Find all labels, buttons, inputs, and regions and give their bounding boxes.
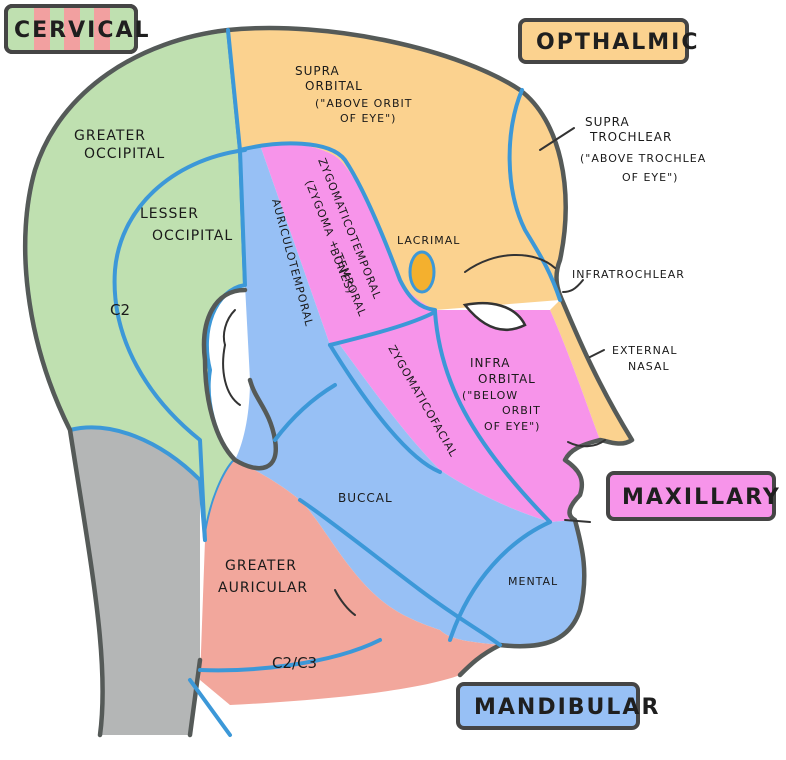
label-supra-trochlear-2: TROCHLEAR — [589, 130, 672, 144]
lesser-occipital-arc — [112, 148, 247, 542]
buccal-lower-line — [298, 498, 502, 647]
label-external-nasal-1: EXTERNAL — [612, 344, 678, 357]
auriculotemporal-lower-line — [273, 383, 337, 442]
nostril — [567, 439, 606, 448]
label-infratrochlear: INFRATROCHLEAR — [572, 268, 685, 281]
label-greater-auricular-1: GREATER — [225, 558, 297, 574]
label-c2: C2 — [110, 301, 130, 319]
legend-ophthalmic: OPTHALMIC — [518, 18, 700, 64]
ear-inner-2 — [222, 309, 236, 346]
eyebrow — [464, 253, 556, 273]
external-nasal-pointer — [589, 349, 605, 358]
neck-grey-region — [70, 427, 200, 735]
mouth-line — [564, 519, 591, 523]
ear-inner — [222, 344, 241, 406]
legend-cervical-label: CERVICAL — [14, 18, 151, 43]
label-buccal: BUCCAL — [338, 491, 393, 505]
label-infra-orbital-2: ORBITAL — [478, 372, 536, 386]
label-supra-trochlear-4: OF EYE") — [622, 171, 678, 184]
legend-maxillary-label: MAXILLARY — [622, 485, 781, 510]
label-infra-orbital-5: OF EYE") — [484, 420, 540, 433]
greater-auricular-region — [200, 460, 500, 705]
label-infra-orbital-1: INFRA — [470, 356, 510, 370]
mandibular-region — [235, 145, 585, 647]
label-supra-orbital-1: SUPRA — [295, 64, 340, 78]
label-supra-orbital-4: OF EYE") — [340, 112, 396, 125]
label-c2-c3: C2/C3 — [272, 654, 317, 672]
eye — [462, 301, 527, 332]
label-supra-orbital-2: ORBITAL — [305, 79, 363, 93]
label-mental: MENTAL — [508, 575, 558, 588]
ophthalmic-region — [228, 28, 566, 310]
legend-ophthalmic-label: OPTHALMIC — [536, 30, 700, 55]
label-external-nasal-2: NASAL — [628, 360, 670, 373]
head-outline — [23, 25, 635, 738]
zygomaticotemporal-lower-line — [328, 310, 437, 347]
label-greater-occipital-2: OCCIPITAL — [84, 146, 165, 162]
label-lesser-occipital-2: OCCIPITAL — [152, 228, 233, 244]
infraorbital-line — [433, 310, 552, 524]
supra-trochlear-pointer — [539, 127, 575, 151]
supra-trochlear-line — [507, 88, 562, 302]
label-supra-trochlear-3: ("ABOVE TROCHLEA — [580, 152, 706, 165]
legend-cervical: CERVICAL — [4, 4, 151, 54]
greater-auricular-boundary — [198, 638, 382, 673]
label-lesser-occipital-1: LESSER — [140, 206, 199, 222]
zygomaticofacial-line — [328, 343, 442, 474]
legend-mandibular: MANDIBULAR — [456, 682, 660, 730]
maxillary-top-boundary — [238, 141, 437, 312]
label-infra-orbital-3: ("BELOW — [462, 389, 518, 402]
label-lacrimal: LACRIMAL — [397, 234, 460, 247]
label-supra-trochlear-1: SUPRA — [585, 115, 630, 129]
label-infra-orbital-4: ORBIT — [502, 404, 541, 417]
label-greater-auricular-2: AURICULAR — [218, 580, 308, 596]
jaw-crease — [334, 589, 356, 616]
neck-front-outline — [187, 657, 203, 738]
label-greater-occipital-1: GREATER — [74, 128, 146, 144]
lacrimal-spot — [408, 250, 436, 294]
mental-line — [448, 520, 552, 642]
label-supra-orbital-3: ("ABOVE ORBIT — [315, 97, 412, 110]
legend-maxillary: MAXILLARY — [606, 471, 781, 521]
grey-boundary — [188, 678, 232, 737]
legend-mandibular-label: MANDIBULAR — [474, 695, 660, 720]
ear-outline — [201, 287, 279, 471]
maxillary-region — [260, 143, 600, 522]
infratrochlear-arrow — [562, 279, 584, 293]
